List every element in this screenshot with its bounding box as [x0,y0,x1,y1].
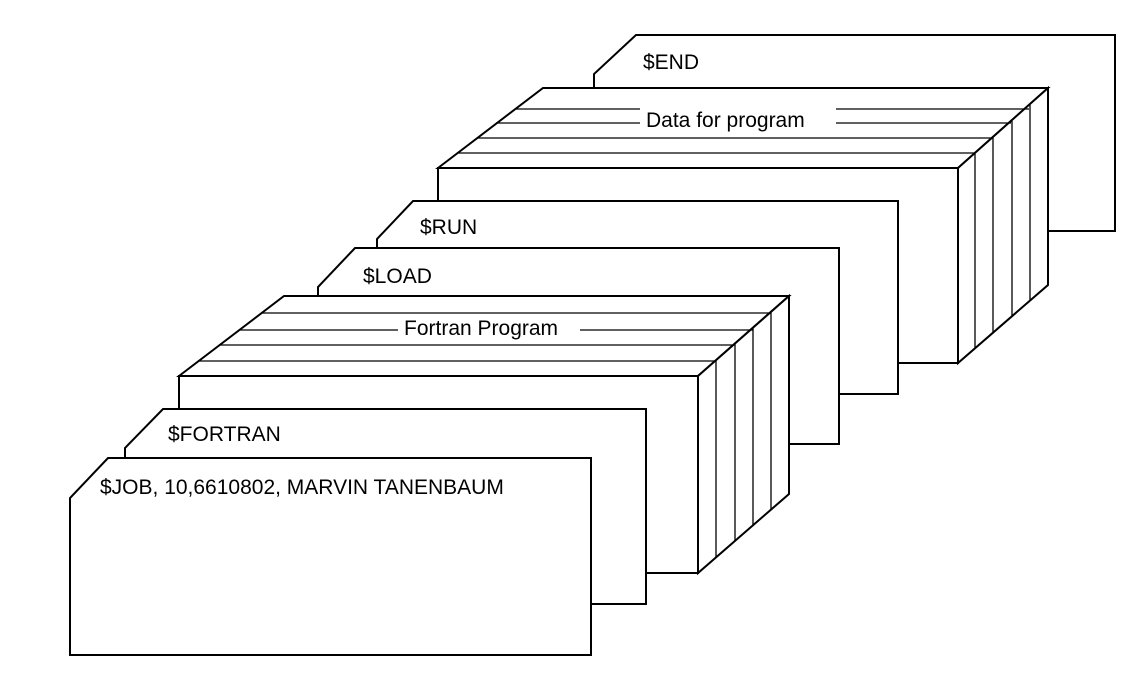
data-deck-label: Data for program [646,109,805,132]
load-card-label: $LOAD [363,265,432,288]
run-card-label: $RUN [420,216,477,239]
job-card-label: $JOB, 10,6610802, MARVIN TANENBAUM [100,476,504,499]
fortran-card-label: $FORTRAN [168,423,281,446]
fortran-deck-label: Fortran Program [404,317,558,340]
end-card-label: $END [643,51,699,74]
run-card: $RUN [376,200,899,395]
job-card: $JOB, 10,6610802, MARVIN TANENBAUM [69,457,592,656]
data-deck: Data for program [435,85,1051,366]
